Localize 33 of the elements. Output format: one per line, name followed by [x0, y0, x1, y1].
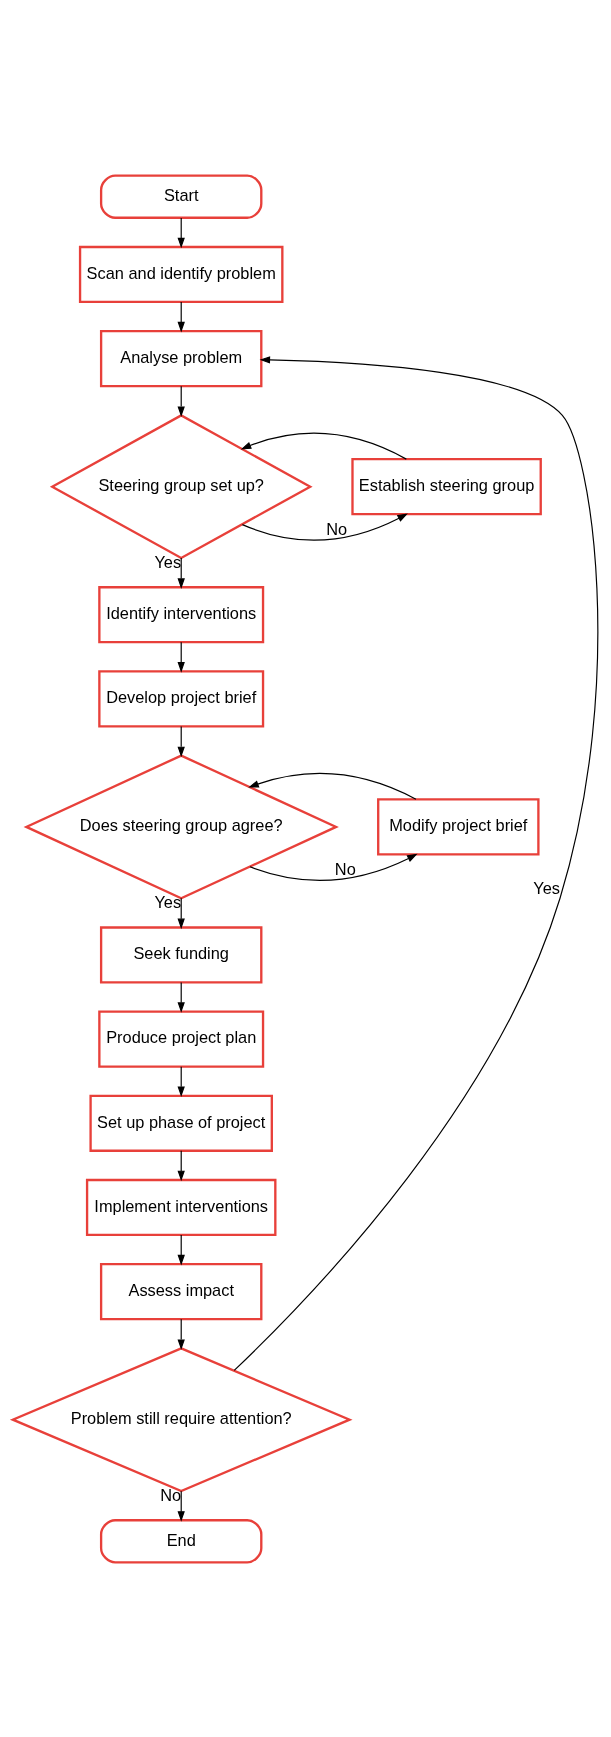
node-box: Implement interventions [85, 1178, 277, 1236]
node-box: Seek funding [99, 925, 263, 984]
arrow [177, 300, 185, 332]
arrow [177, 725, 185, 757]
node-box: Identify interventions [98, 585, 265, 643]
arrow [177, 641, 185, 673]
node-box: Develop project brief [98, 669, 265, 728]
arrow [177, 1149, 185, 1181]
arrow [177, 217, 185, 248]
arrow [177, 385, 185, 417]
arrow [177, 1318, 185, 1350]
node-box: Produce project plan [98, 1009, 265, 1068]
node-box: Scan and identify problem [78, 245, 284, 303]
edge-label: No [326, 519, 348, 538]
node-box: Set up phase of project [89, 1094, 273, 1152]
arrow [177, 1233, 185, 1265]
arrow [241, 512, 408, 541]
node-box: Assess impact [99, 1262, 263, 1320]
node-box: Modify project brief [377, 797, 540, 856]
arrow [233, 355, 599, 1371]
node-box: Analyse problem [99, 329, 263, 387]
arrow [177, 897, 185, 929]
node-box: Start [99, 174, 263, 219]
arrow [177, 1065, 185, 1097]
arrow [240, 432, 407, 460]
arrow [248, 772, 417, 800]
arrow [177, 556, 185, 589]
arrow [177, 1490, 185, 1522]
edge-label: Yes [533, 878, 560, 897]
node-box: Establish steering group [351, 457, 542, 515]
arrow [177, 981, 185, 1013]
arrow [249, 853, 418, 881]
node-box: End [99, 1518, 263, 1563]
